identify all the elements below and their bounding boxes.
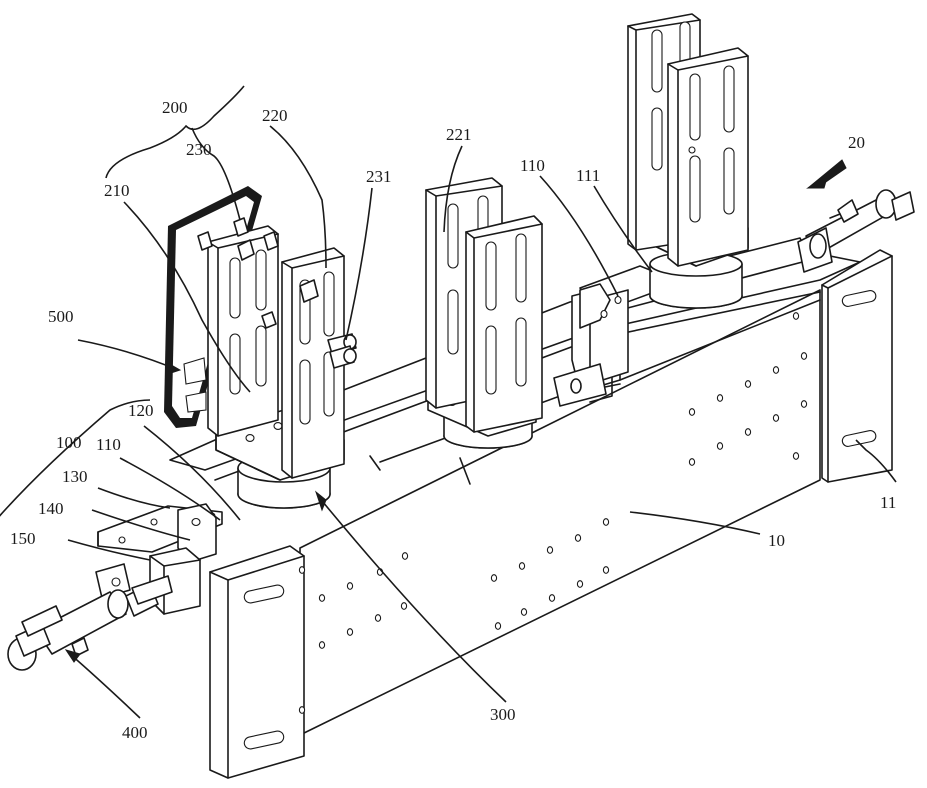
label-210: 210 [104, 181, 130, 200]
label-130: 130 [62, 467, 88, 486]
label-110-right: 110 [520, 156, 545, 175]
label-11: 11 [880, 493, 896, 512]
left-cylinder [8, 576, 172, 670]
label-221: 221 [446, 125, 472, 144]
label-120: 120 [128, 401, 154, 420]
right-end-plate [822, 250, 892, 482]
label-230: 230 [186, 140, 212, 159]
label-110-left: 110 [96, 435, 121, 454]
label-140: 140 [38, 499, 64, 518]
label-20: 20 [848, 133, 865, 152]
label-100: 100 [56, 433, 82, 452]
label-111: 111 [576, 166, 600, 185]
right-cylinder [798, 190, 914, 272]
label-200: 200 [162, 98, 188, 117]
label-500: 500 [48, 307, 74, 326]
label-220: 220 [262, 106, 288, 125]
middle-bracket-assembly [426, 178, 542, 448]
label-400: 400 [122, 723, 148, 742]
label-231: 231 [366, 167, 392, 186]
label-150: 150 [10, 529, 36, 548]
label-10: 10 [768, 531, 785, 550]
label-300: 300 [490, 705, 516, 724]
